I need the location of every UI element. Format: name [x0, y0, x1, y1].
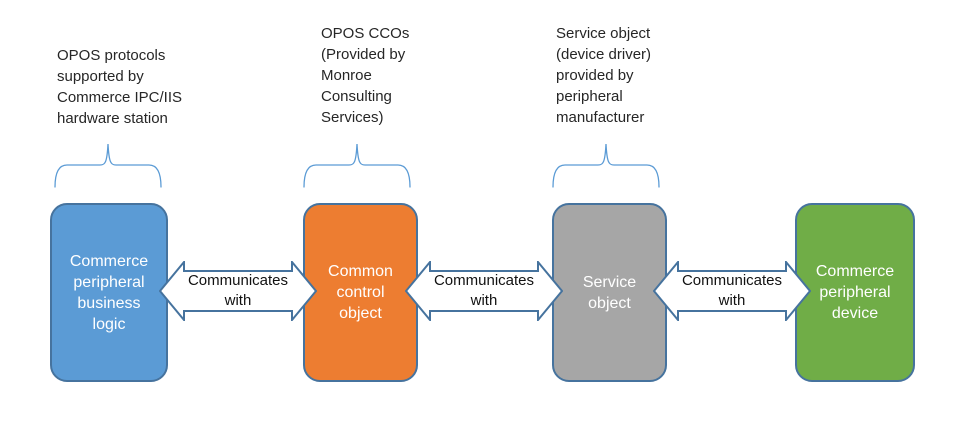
box-service-object: Service object — [552, 203, 667, 382]
box-common-control-object: Common control object — [303, 203, 418, 382]
curly-brace-icon — [303, 143, 411, 188]
annotation-opos-ccos: OPOS CCOs (Provided by Monroe Consulting… — [321, 25, 410, 126]
connector-label: Communicates with — [681, 272, 783, 309]
box-commerce-peripheral-business-logic: Commerce peripheral business logic — [50, 203, 168, 382]
connector-label: Communicates with — [433, 272, 535, 309]
box-commerce-peripheral-device: Commerce peripheral device — [795, 203, 915, 382]
double-arrow-icon — [405, 261, 563, 321]
connector-label: Communicates with — [187, 272, 289, 309]
curly-brace-icon — [54, 143, 162, 188]
double-arrow-icon — [159, 261, 317, 321]
curly-brace-icon — [552, 143, 660, 188]
annotation-service-object: Service object (device driver) provided … — [556, 25, 652, 126]
annotation-hardware-station: OPOS protocols supported by Commerce IPC… — [57, 47, 183, 127]
double-arrow-icon — [653, 261, 811, 321]
